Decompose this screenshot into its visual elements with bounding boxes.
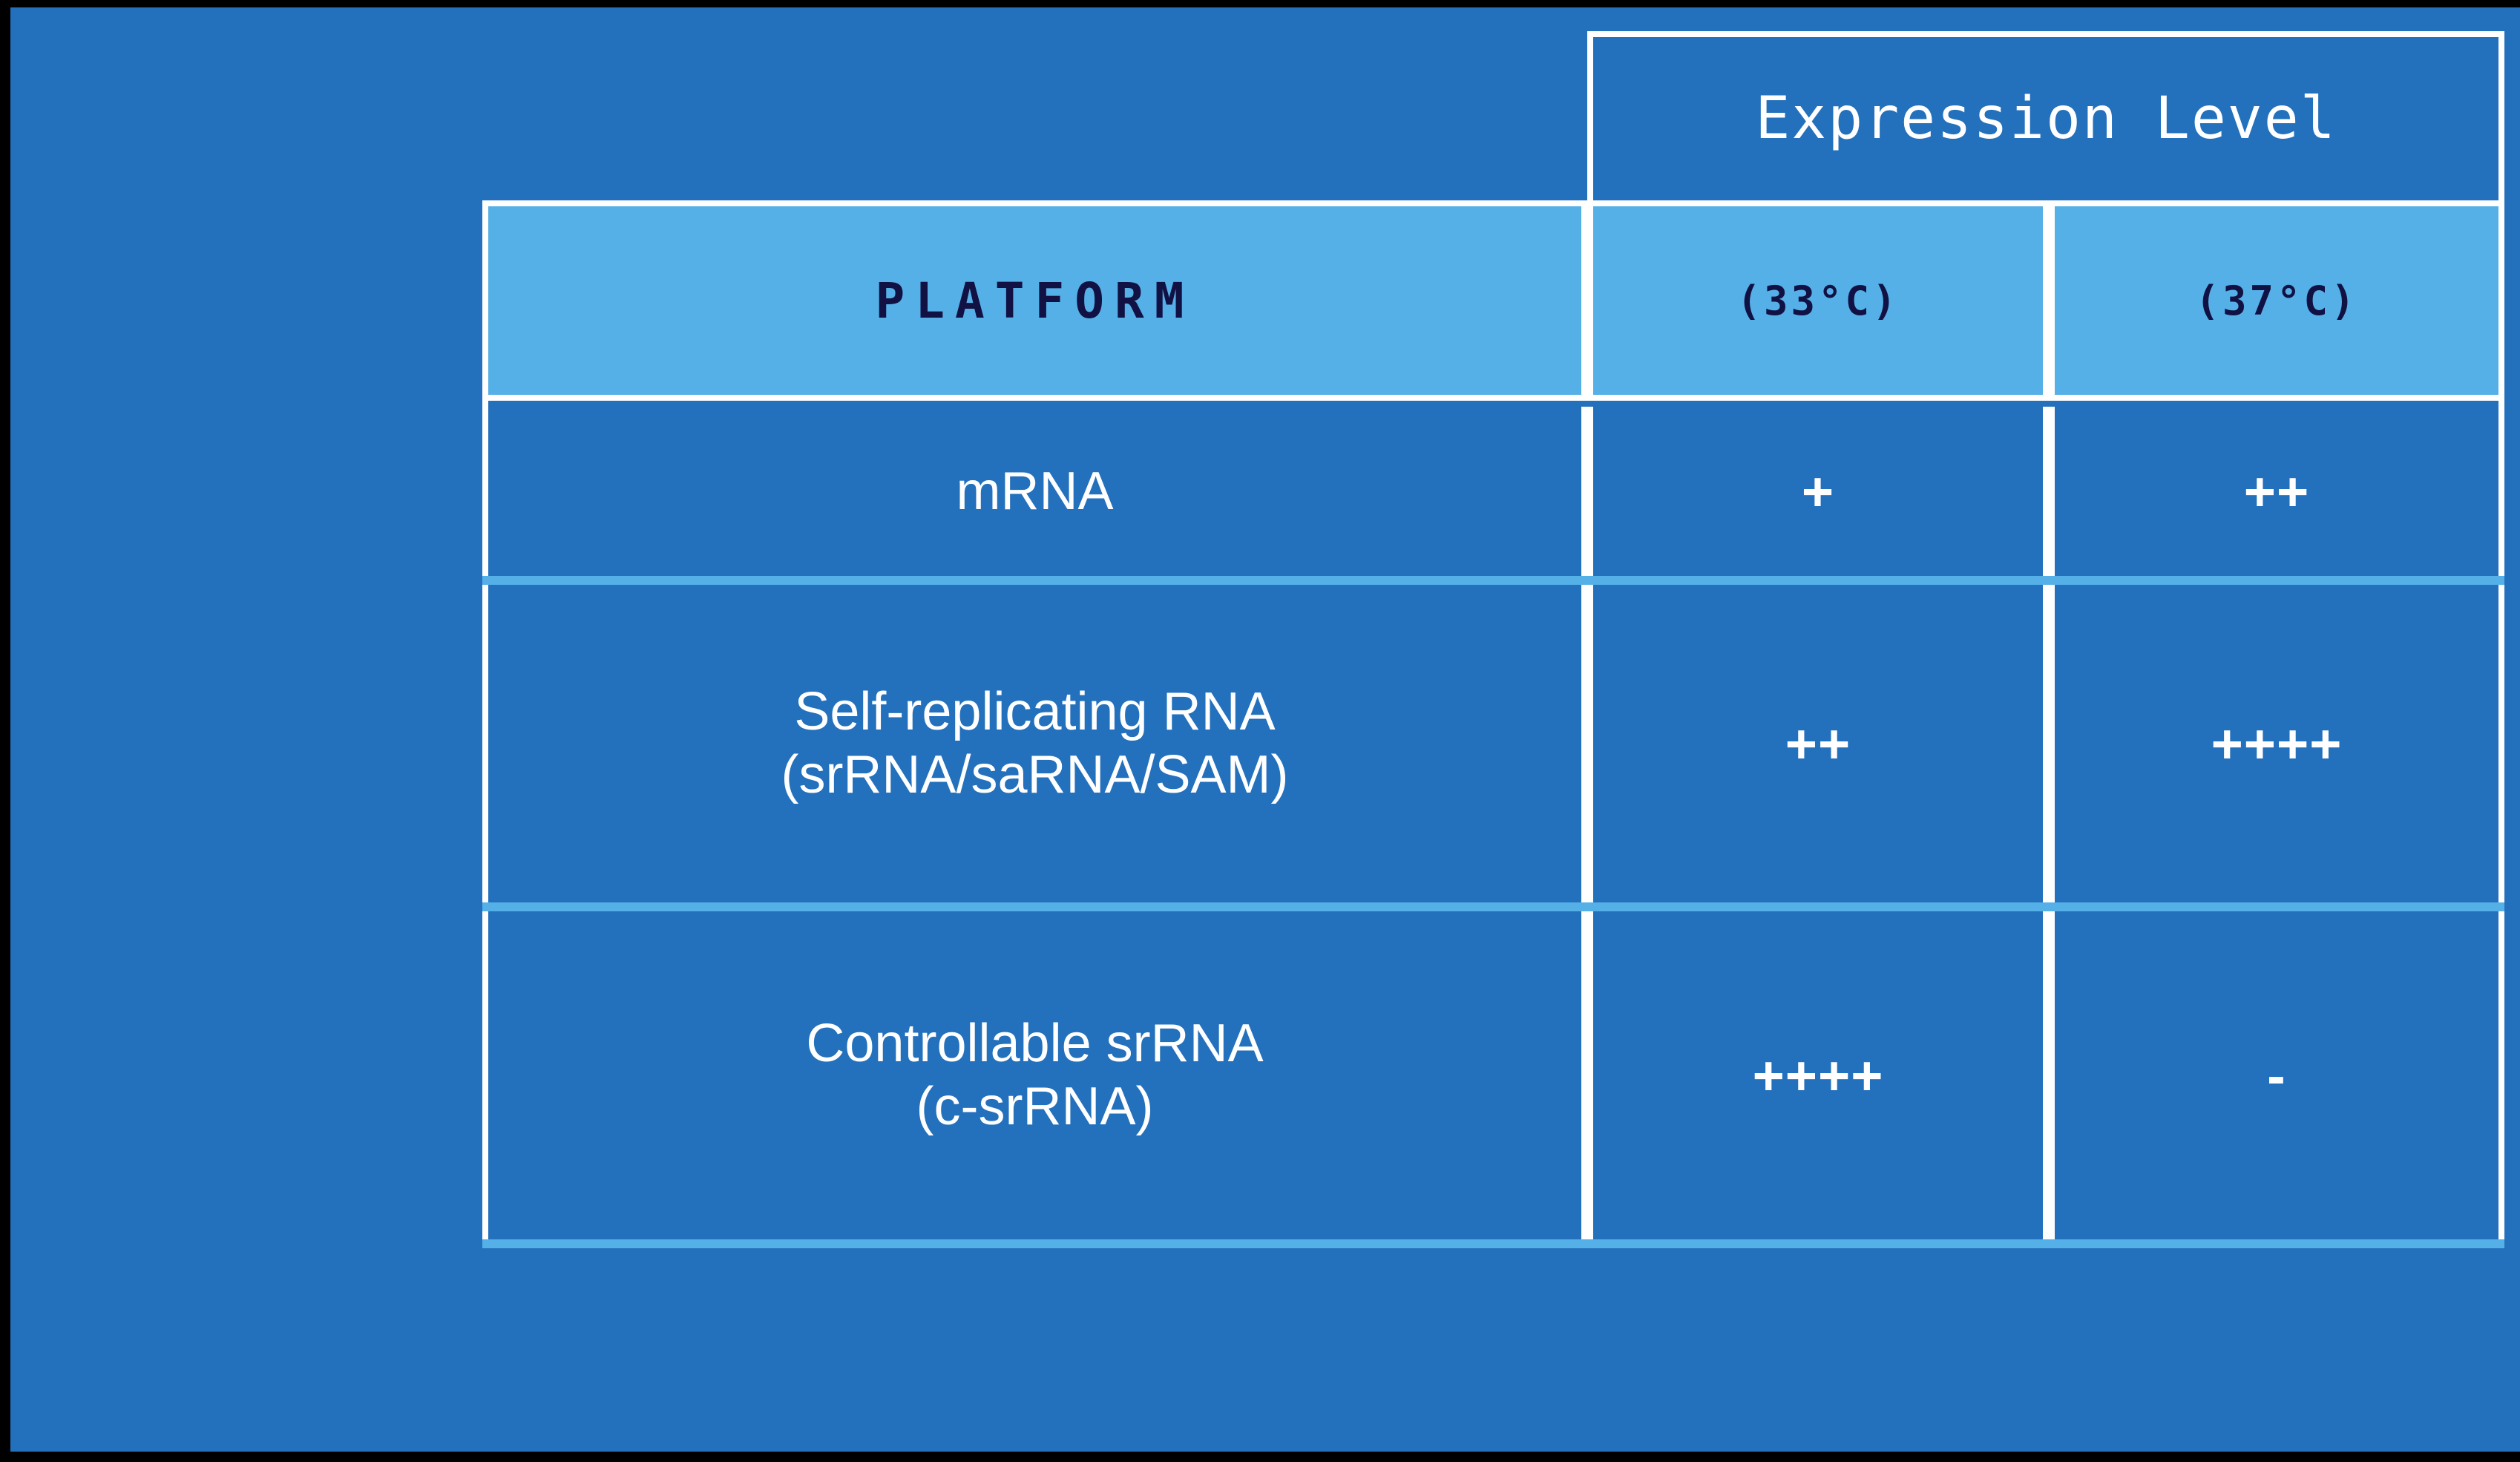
table-row: Self-replicating RNA (srRNA/saRNA/SAM) +… bbox=[482, 585, 2504, 902]
cell-37c: - bbox=[2049, 911, 2504, 1239]
header-cell-37c: (37°C) bbox=[2049, 200, 2504, 401]
expression-value-37c: ++++ bbox=[2211, 712, 2343, 775]
cell-platform: Controllable srRNA (c-srRNA) bbox=[482, 911, 1587, 1239]
cell-33c: ++ bbox=[1587, 585, 2049, 902]
table-row: Controllable srRNA (c-srRNA) ++++ - bbox=[482, 911, 2504, 1239]
platform-name: Controllable srRNA (c-srRNA) bbox=[806, 1014, 1264, 1136]
header-label-33c: (33°C) bbox=[1736, 277, 1900, 324]
expression-level-table: Expression Level PLATFORM (33°C) (37°C) bbox=[482, 31, 2504, 1322]
table-header-row: PLATFORM (33°C) (37°C) bbox=[482, 200, 2504, 401]
expression-value-37c: - bbox=[2267, 1044, 2286, 1107]
table-bottom-border bbox=[482, 1239, 2504, 1248]
header-cell-platform: PLATFORM bbox=[482, 200, 1587, 401]
cell-platform: mRNA bbox=[482, 407, 1587, 576]
expression-value-33c: ++ bbox=[1785, 712, 1851, 775]
table-row: mRNA + ++ bbox=[482, 407, 2504, 576]
header-cell-33c: (33°C) bbox=[1587, 200, 2049, 401]
cell-33c: + bbox=[1587, 407, 2049, 576]
table-grid: PLATFORM (33°C) (37°C) mRNA + ++ bbox=[482, 200, 2504, 1322]
header-label-platform: PLATFORM bbox=[875, 272, 1195, 330]
cell-platform: Self-replicating RNA (srRNA/saRNA/SAM) bbox=[482, 585, 1587, 902]
cell-33c: ++++ bbox=[1587, 911, 2049, 1239]
row-separator bbox=[482, 902, 2504, 911]
expression-value-33c: + bbox=[1801, 460, 1835, 522]
platform-name: Self-replicating RNA (srRNA/saRNA/SAM) bbox=[781, 682, 1289, 804]
row-separator bbox=[482, 576, 2504, 585]
platform-name: mRNA bbox=[956, 461, 1114, 521]
slide-canvas: Expression Level PLATFORM (33°C) (37°C) bbox=[10, 7, 2520, 1452]
cell-37c: ++ bbox=[2049, 407, 2504, 576]
super-header-expression-level: Expression Level bbox=[1587, 31, 2504, 200]
super-header-label: Expression Level bbox=[1755, 85, 2337, 152]
cell-37c: ++++ bbox=[2049, 585, 2504, 902]
expression-value-37c: ++ bbox=[2243, 460, 2310, 522]
header-label-37c: (37°C) bbox=[2195, 277, 2358, 324]
expression-value-33c: ++++ bbox=[1752, 1044, 1884, 1107]
